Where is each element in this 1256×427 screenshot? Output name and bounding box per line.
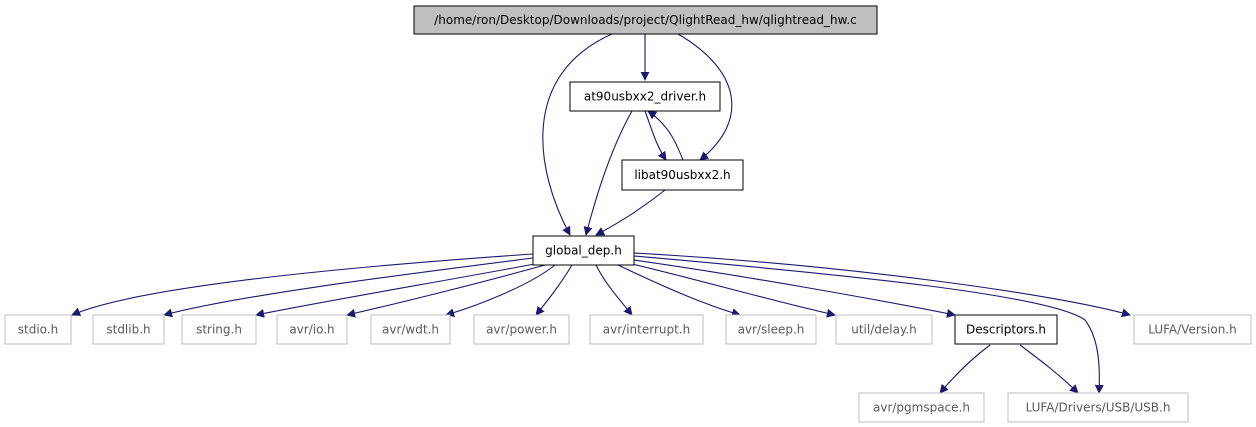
node-stdio: stdio.h [4,314,72,345]
node-lufa-usb: LUFA/Drivers/USB/USB.h [1007,392,1189,423]
node-label: avr/io.h [289,323,334,337]
node-box [835,314,933,345]
edge-at90-to-global [583,110,633,236]
node-box [954,314,1058,345]
edge-global-to-avrio [346,264,546,318]
node-label: LUFA/Drivers/USB/USB.h [1026,401,1171,415]
node-avr-sleep: avr/sleep.h [725,314,817,345]
node-stdlib: stdlib.h [92,314,165,345]
node-global-dep[interactable]: global_dep.h [532,235,635,266]
node-label: avr/pgmspace.h [873,401,970,415]
node-label: avr/power.h [486,323,557,337]
node-box [181,314,257,345]
node-label: avr/wdt.h [382,323,439,337]
edge-global-to-lufausb [633,255,1104,394]
node-box [569,81,721,112]
edge-global-to-string [255,262,541,318]
node-box [621,159,744,191]
edge-global-to-avrwdt [445,264,556,318]
node-label: avr/sleep.h [738,323,805,337]
edge-libat-to-global [595,189,666,236]
node-avr-pgmspace: avr/pgmspace.h [858,392,985,423]
node-box [276,314,348,345]
node-avr-interrupt: avr/interrupt.h [589,314,704,345]
node-label: stdio.h [18,323,58,337]
node-at90usbxx2-driver[interactable]: at90usbxx2_driver.h [569,81,721,112]
node-descriptors[interactable]: Descriptors.h [954,314,1058,345]
node-label: stdlib.h [106,323,150,337]
node-label: avr/interrupt.h [603,323,690,337]
node-box [858,392,985,423]
node-label: global_dep.h [545,244,622,258]
node-avr-wdt: avr/wdt.h [370,314,451,345]
edge-global-to-stdlib [163,257,534,318]
root-node[interactable]: /home/ron/Desktop/Downloads/project/Qlig… [413,5,878,35]
node-label: libat90usbxx2.h [634,168,730,182]
node-box [4,314,72,345]
node-label: util/delay.h [851,323,917,337]
root-node-label: /home/ron/Desktop/Downloads/project/Qlig… [434,13,857,27]
node-lufa-version: LUFA/Version.h [1133,314,1252,345]
node-avr-io: avr/io.h [276,314,348,345]
edge-at90-to-libat [644,110,667,161]
root-node-box [413,5,878,35]
node-label: Descriptors.h [966,323,1046,337]
edge-global-to-avrinterrupt [595,264,633,316]
node-box [589,314,704,345]
edge-global-to-utildelay [627,262,836,318]
edge-libat-to-at90 [647,110,684,161]
node-avr-power: avr/power.h [473,314,570,345]
node-box [92,314,165,345]
edge-global-to-avrpower [535,264,573,316]
edge-global-to-descriptors [633,259,956,318]
node-label: at90usbxx2_driver.h [584,90,706,104]
node-box [473,314,570,345]
node-box [1133,314,1252,345]
edge-descriptors-to-lufausb [1019,344,1079,394]
edge-descriptors-to-avrpgmspace [939,344,991,394]
edge-global-to-avrsleep [617,264,741,317]
node-box [1007,392,1189,423]
node-string: string.h [181,314,257,345]
node-util-delay: util/delay.h [835,314,933,345]
edge-global-to-stdio [71,253,534,316]
node-libat90usbxx2[interactable]: libat90usbxx2.h [621,159,744,191]
node-label: LUFA/Version.h [1148,323,1236,337]
node-box [370,314,451,345]
edge-root-to-libat [677,33,733,161]
node-label: string.h [196,323,242,337]
edge-global-to-lufaversion [633,252,1131,318]
edges-group [71,33,1131,394]
node-box [532,235,635,266]
node-box [725,314,817,345]
edge-root-to-global [542,33,613,236]
